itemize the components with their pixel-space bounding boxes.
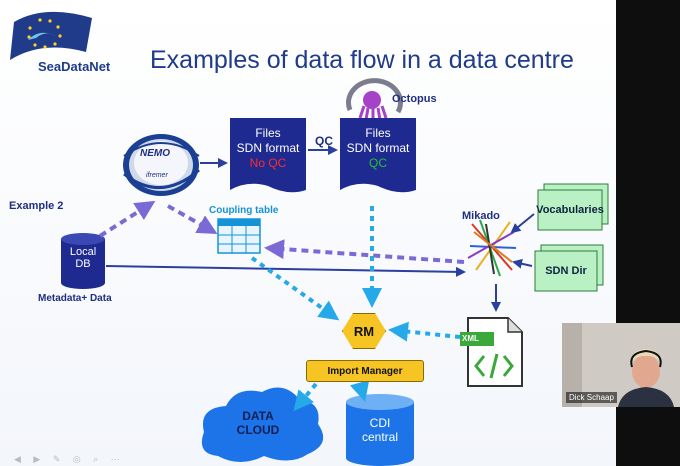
- files-noqc-doc-shape: [230, 118, 306, 193]
- slide-title: Examples of data flow in a data centre: [150, 46, 574, 74]
- qc-label: QC: [315, 134, 333, 148]
- local-db: Local DB: [61, 246, 105, 270]
- import-manager-box: Import Manager: [306, 360, 424, 382]
- arrow-mikado-to-table: [264, 239, 465, 264]
- files-noqc-status: No QC: [249, 156, 287, 170]
- cdi-central-line2: central: [361, 430, 399, 444]
- files-noqc: Files SDN format No QC: [230, 118, 306, 194]
- nemo-globe-icon: [123, 134, 200, 196]
- brand-name: SeaDataNet: [38, 59, 111, 74]
- participant-name: Dick Schaap: [566, 392, 617, 403]
- files-qc-line2: SDN format: [346, 141, 410, 155]
- data-cloud: DATA CLOUD: [228, 409, 288, 437]
- nemo-label: NEMO: [140, 148, 170, 159]
- data-cloud-line2: CLOUD: [236, 423, 280, 437]
- mikado-sticks-icon: [467, 219, 517, 277]
- cdi-central-line1: CDI: [369, 416, 391, 430]
- data-cloud-line1: DATA: [242, 409, 274, 423]
- table-icon: [217, 218, 261, 254]
- cdi-central: CDI central: [346, 416, 414, 444]
- files-qc-status: QC: [369, 156, 387, 170]
- files-noqc-line1: Files: [255, 126, 281, 140]
- presentation-slide: SeaDataNet Examples of data flow in a da…: [0, 0, 616, 466]
- sdn-dir-box: SDN Dir: [545, 265, 587, 277]
- xml-file-icon: [460, 317, 523, 387]
- slide-controls[interactable]: ◀ ▶ ✎ ◎ ⌕ ⋯: [14, 454, 125, 464]
- files-noqc-line2: SDN format: [236, 141, 300, 155]
- database-icon: [61, 233, 105, 289]
- metadata-label: Metadata+ Data: [38, 293, 112, 304]
- octopus-icon: [346, 78, 403, 121]
- eu-flag-logo: [10, 11, 92, 60]
- arrow-db-to-mikado: [105, 265, 466, 277]
- cloud-icon: [201, 387, 324, 462]
- arrow-sdndir-to-mikado: [512, 258, 533, 269]
- files-qc-doc-shape: [340, 118, 416, 193]
- local-db-line2: DB: [75, 258, 91, 270]
- xml-label: XML: [462, 334, 479, 343]
- arrow-db-to-nemo: [98, 200, 156, 238]
- arrow-vocab-to-mikado: [510, 213, 535, 234]
- mikado-label: Mikado: [462, 210, 500, 222]
- octopus-label: Octopus: [392, 93, 437, 105]
- local-db-line1: Local: [69, 246, 97, 258]
- arrow-nemo-to-table: [167, 204, 218, 234]
- files-qc: Files SDN format QC: [340, 118, 416, 194]
- arrow-xml-to-rm: [388, 321, 461, 342]
- coupling-table-label: Coupling table: [209, 205, 279, 216]
- arrow-table-to-rm: [250, 256, 340, 321]
- rm-hexagon: RM: [342, 313, 386, 349]
- example-label: Example 2: [9, 200, 64, 212]
- vocabularies-box: Vocabularies: [536, 204, 604, 216]
- flow-diagram: [10, 11, 609, 466]
- nemo-sub: ifremer: [146, 172, 168, 179]
- arrow-import-to-cdi: [349, 379, 370, 402]
- files-qc-line1: Files: [365, 126, 391, 140]
